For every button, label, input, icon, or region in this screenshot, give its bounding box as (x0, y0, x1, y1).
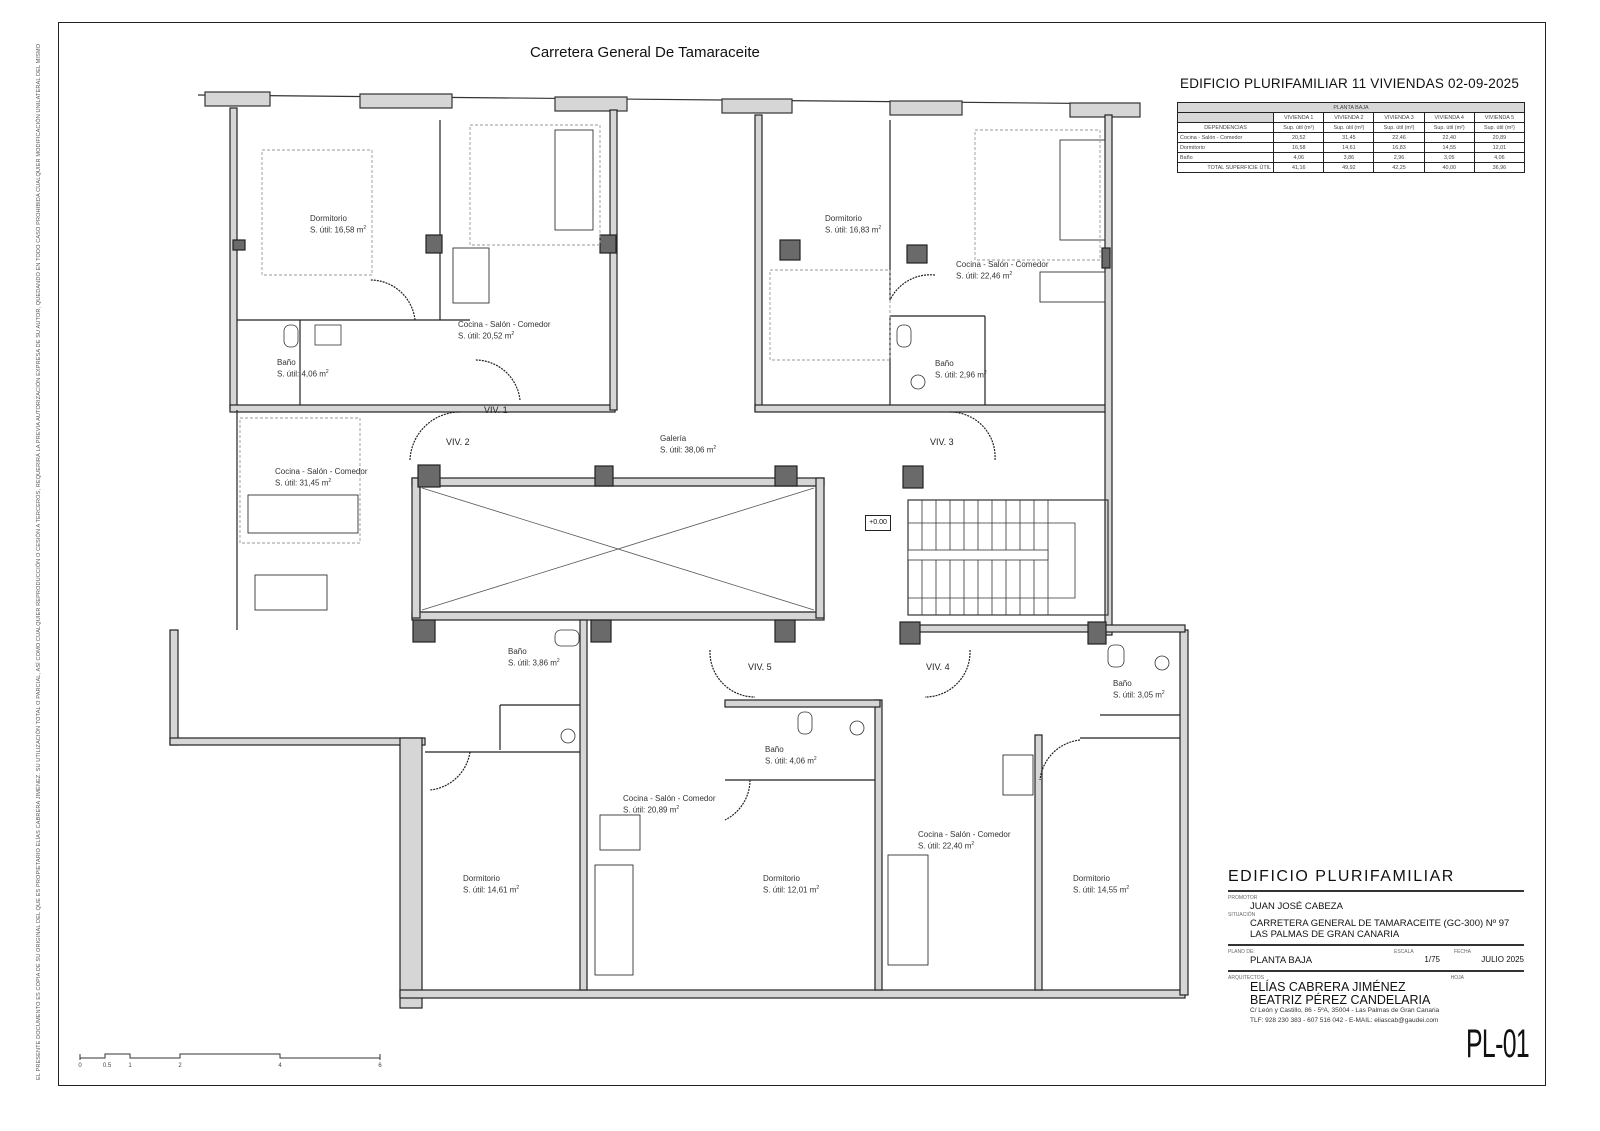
table-row: Dormitorio 16,58 14,61 16,83 14,55 12,01 (1176, 142, 1526, 153)
situacion-line-2: LAS PALMAS DE GRAN CANARIA (1250, 929, 1400, 940)
situacion-line-1: CARRETERA GENERAL DE TAMARACEITE (GC-300… (1250, 918, 1510, 929)
scale-bar: 0 0.5 1 2 4 6 (78, 1063, 382, 1069)
sheet-title: EDIFICIO PLURIFAMILIAR 11 VIVIENDAS 02-0… (1180, 76, 1520, 91)
escala: 1/75 (1424, 955, 1440, 964)
drawing-frame (58, 22, 1546, 1086)
unit-label: VIV. 4 (926, 662, 950, 672)
table-row: TOTAL SUPERFICIE ÚTIL 41,16 49,92 42,25 … (1176, 162, 1526, 173)
plano: PLANTA BAJA (1250, 955, 1313, 966)
road-label: Carretera General De Tamaraceite (530, 44, 760, 61)
promotor: JUAN JOSÉ CABEZA (1250, 901, 1343, 912)
unit-label: VIV. 2 (446, 437, 470, 447)
fecha: JULIO 2025 (1481, 955, 1524, 964)
project-title: EDIFICIO PLURIFAMILIAR (1228, 868, 1524, 892)
unit-label: VIV. 5 (748, 662, 772, 672)
table-row: Cocina - Salón - Comedor 20,52 31,45 22,… (1176, 132, 1526, 143)
unit-label: VIV. 1 (484, 405, 508, 415)
contact: TLF: 928 230 383 - 607 516 042 - E-MAIL:… (1250, 1017, 1439, 1024)
title-block: EDIFICIO PLURIFAMILIAR PROMOTOR JUAN JOS… (1228, 868, 1524, 1024)
address: C/ León y Castillo, 86 - 5ºA, 35004 - La… (1250, 1007, 1440, 1014)
architect-1: ELÍAS CABRERA JIMÉNEZ (1250, 980, 1406, 994)
architect-2: BEATRIZ PÉREZ CANDELARIA (1250, 992, 1431, 1007)
surface-table: PLANTA BAJA VIVIENDA 1 VIVIENDA 2 VIVIEN… (1176, 102, 1526, 173)
level-mark: +0.00 (865, 515, 891, 531)
sheet-number: PL-01 (1466, 1022, 1530, 1066)
table-row: Baño 4,06 3,86 2,96 3,05 4,06 (1176, 152, 1526, 163)
unit-label: VIV. 3 (930, 437, 954, 447)
